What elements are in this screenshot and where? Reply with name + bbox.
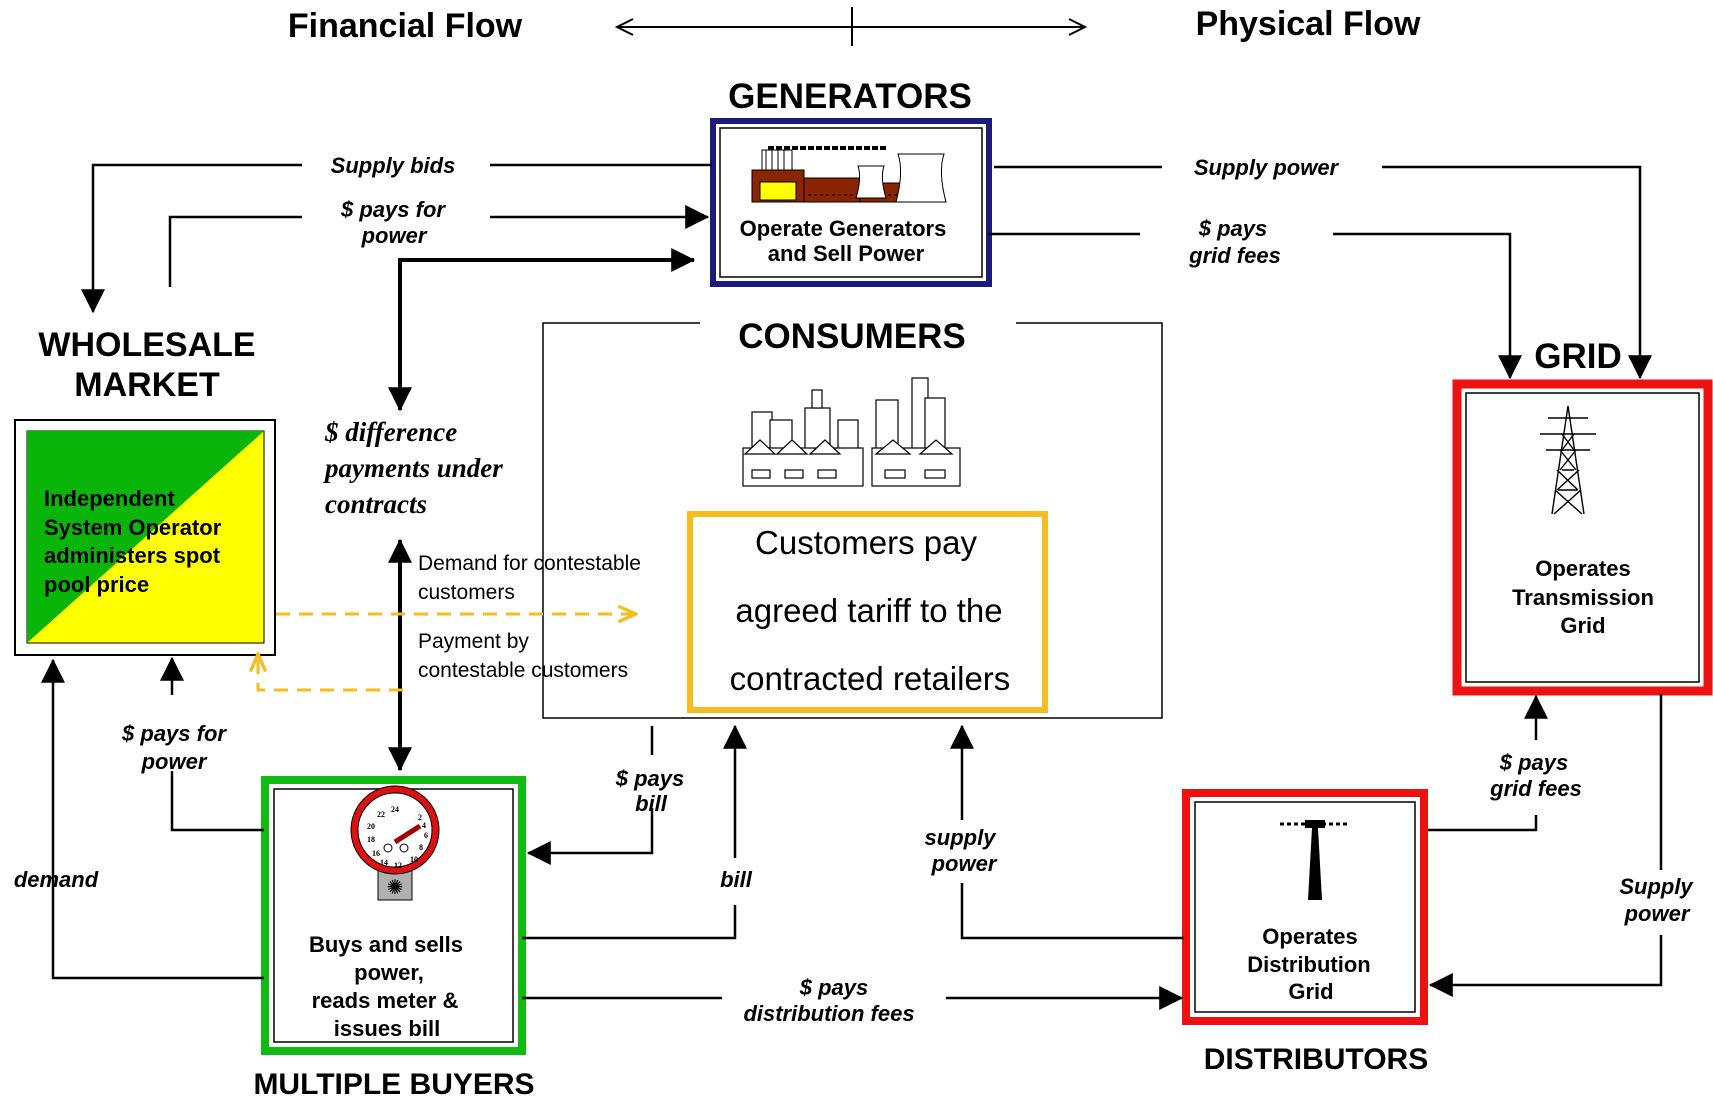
demand-arrow <box>41 658 264 980</box>
svg-text:6: 6 <box>424 831 428 840</box>
difference-payments-label: $ difference payments under contracts <box>323 417 503 519</box>
wholesale-box <box>14 419 276 656</box>
svg-text:Independent: Independent <box>44 486 175 511</box>
pays-for-power-label-1: $ pays for <box>340 197 446 222</box>
payment-dashed-arrow <box>258 654 403 692</box>
svg-text:20: 20 <box>367 822 375 831</box>
demand-label: demand <box>14 867 99 892</box>
svg-text:pool price: pool price <box>44 572 149 597</box>
svg-text:administers spot: administers spot <box>44 543 221 568</box>
payment-contestable-label: Payment by contestable customers <box>418 630 628 682</box>
supply-power-label-top: Supply power <box>1194 155 1340 180</box>
power-station-icon <box>751 146 947 203</box>
svg-text:14: 14 <box>380 858 388 867</box>
supply-power-right-label-1: Supply <box>1619 874 1694 899</box>
pays-grid-fees-label-1: $ pays <box>1198 216 1268 241</box>
pays-bill-label-1: $ pays <box>615 766 685 791</box>
pays-grid-fees-right-label-1: $ pays <box>1499 750 1569 775</box>
supply-power-right-label-2: power <box>1624 901 1691 926</box>
svg-text:10: 10 <box>410 855 418 864</box>
pays-distribution-fees-label-2: distribution fees <box>743 1001 914 1026</box>
svg-text:8: 8 <box>419 843 423 852</box>
supply-power-mid-label-2: power <box>931 851 998 876</box>
pays-grid-fees-arrow-top <box>1333 232 1522 380</box>
tariff-box: Customers pay agreed tariff to the contr… <box>687 511 1048 713</box>
distributors-text: Operates Distribution Grid <box>1247 924 1370 1004</box>
supply-power-mid-label-1: supply <box>925 825 998 850</box>
pays-grid-fees-right-label-2: grid fees <box>1489 776 1582 801</box>
pays-distribution-fees-label-1: $ pays <box>799 975 869 1000</box>
grid-title: GRID <box>1534 337 1622 376</box>
city-skyline-icon <box>742 377 961 487</box>
svg-text:contestable customers: contestable customers <box>418 659 628 682</box>
pays-grid-fees-line-right <box>1428 815 1538 832</box>
svg-text:Operates: Operates <box>1535 556 1630 581</box>
supply-power-arrow-right <box>1428 935 1663 997</box>
pays-for-power-line-bottom <box>170 771 264 832</box>
physical-flow-heading: Physical Flow <box>1196 5 1421 43</box>
svg-text:issues bill: issues bill <box>334 1016 440 1041</box>
pays-grid-fees-label-2: grid fees <box>1188 243 1281 268</box>
bill-line <box>522 905 737 940</box>
svg-text:Grid: Grid <box>1288 979 1333 1004</box>
pays-bill-label-2: bill <box>635 791 668 816</box>
svg-text:18: 18 <box>367 835 375 844</box>
pays-for-power-left-label-1: $ pays for <box>121 721 227 746</box>
generators-text: Operate Generators and Sell Power <box>740 216 947 266</box>
svg-text:reads meter &: reads meter & <box>312 988 459 1013</box>
svg-text:System Operator: System Operator <box>44 515 222 540</box>
svg-text:Demand for contestable: Demand for contestable <box>418 552 641 575</box>
svg-text:12: 12 <box>394 861 402 870</box>
svg-text:$ difference: $ difference <box>324 417 457 447</box>
transmission-tower-icon <box>1540 405 1596 515</box>
svg-text:2: 2 <box>418 813 422 822</box>
svg-text:✺: ✺ <box>387 875 404 899</box>
svg-text:and Sell Power: and Sell Power <box>768 241 925 266</box>
distribution-pole-icon <box>1280 820 1350 900</box>
svg-text:Operate Generators: Operate Generators <box>740 216 947 241</box>
svg-text:16: 16 <box>372 849 380 858</box>
bill-label: bill <box>720 867 753 892</box>
svg-text:customers: customers <box>418 581 515 604</box>
svg-text:Grid: Grid <box>1560 613 1605 638</box>
pays-for-power-line-left <box>168 215 302 287</box>
financial-flow-heading: Financial Flow <box>288 7 523 45</box>
pays-for-power-left-label-2: power <box>141 749 208 774</box>
supply-bids-arrow <box>81 163 302 314</box>
generators-title: GENERATORS <box>728 77 972 116</box>
svg-text:22: 22 <box>377 810 385 819</box>
grid-text: Operates Transmission Grid <box>1512 556 1654 638</box>
consumers-title: CONSUMERS <box>738 317 966 356</box>
wholesale-title-line-1: WHOLESALE <box>38 326 255 364</box>
demand-contestable-label: Demand for contestable customers <box>418 552 641 604</box>
distributors-title: DISTRIBUTORS <box>1204 1043 1428 1076</box>
buyers-title: MULTIPLE BUYERS <box>253 1068 534 1097</box>
buyers-text: Buys and sells power, reads meter & issu… <box>309 932 463 1041</box>
supply-power-line-mid <box>960 883 1184 940</box>
wholesale-title-line-2: MARKET <box>74 366 220 404</box>
svg-text:4: 4 <box>422 821 426 830</box>
svg-text:Buys and sells: Buys and sells <box>309 932 463 957</box>
difference-payments-arrow-top <box>388 248 696 412</box>
grid-box <box>1452 379 1713 696</box>
tariff-line-1: Customers pay <box>755 524 977 561</box>
svg-text:payments under: payments under <box>323 453 503 483</box>
svg-text:Distribution: Distribution <box>1247 952 1370 977</box>
svg-text:24: 24 <box>391 805 399 814</box>
supply-bids-label: Supply bids <box>331 153 456 178</box>
svg-text:Transmission: Transmission <box>1512 585 1654 610</box>
pays-for-power-label-2: power <box>361 223 428 248</box>
tariff-line-3: contracted retailers <box>730 660 1011 697</box>
svg-text:Operates: Operates <box>1262 924 1357 949</box>
pays-bill-arrow <box>526 808 654 865</box>
supply-power-arrow-top <box>1382 165 1652 380</box>
distributors-box <box>1182 789 1428 1025</box>
svg-text:Payment by: Payment by <box>418 630 529 653</box>
tariff-line-2: agreed tariff to the <box>735 592 1002 629</box>
wholesale-text: Independent System Operator administers … <box>44 486 222 597</box>
svg-text:contracts: contracts <box>325 489 427 519</box>
svg-text:power,: power, <box>354 960 424 985</box>
